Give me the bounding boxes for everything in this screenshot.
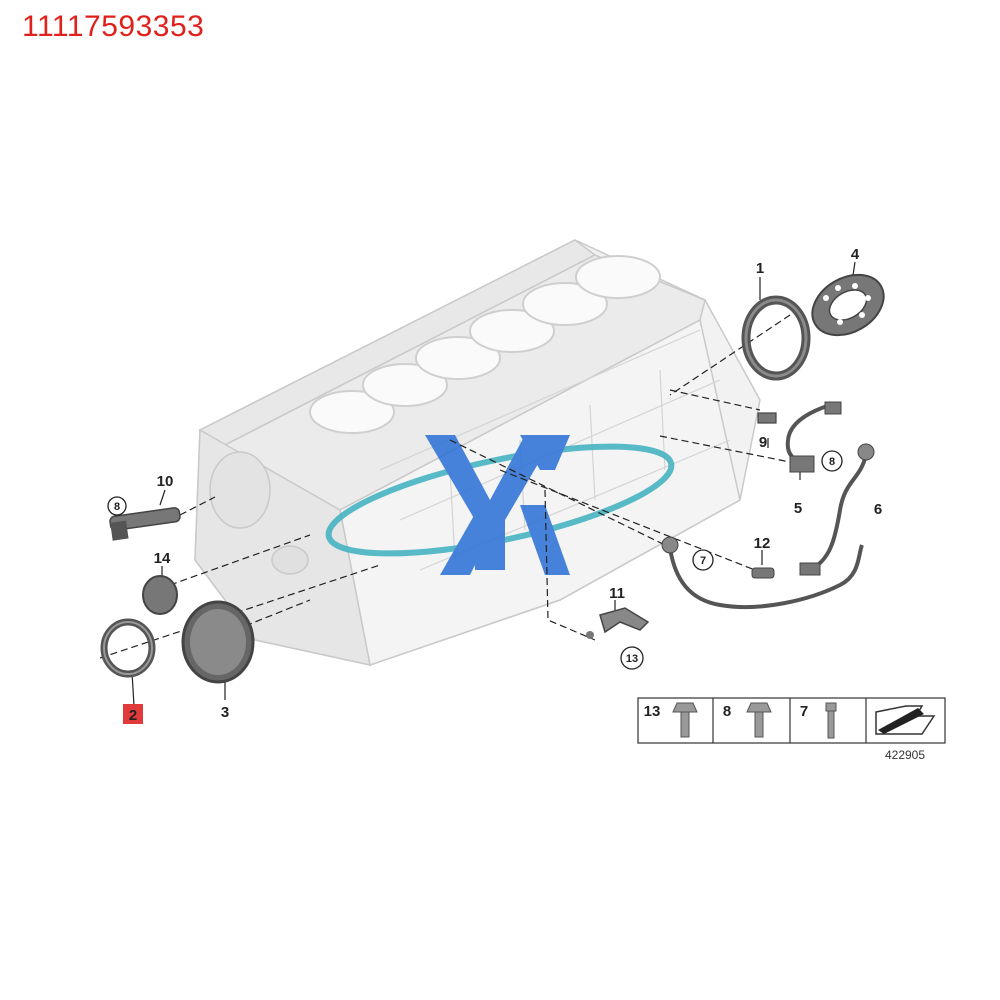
sensor-5-icon [785,401,842,473]
callout-2: 2 [129,707,137,724]
arrow-icon [875,705,936,735]
callout-14: 14 [154,550,171,567]
callout-9: 9 [759,434,767,451]
engine-block-icon [194,239,761,666]
svg-text:13: 13 [626,653,638,665]
callout-6: 6 [874,501,882,518]
callout-3: 3 [221,704,229,721]
svg-text:8: 8 [829,456,835,468]
circled-callout-7: 7 [692,549,714,571]
bolt-7-icon [825,702,837,739]
seal-ring-2-icon [100,618,156,678]
legend-label-8: 8 [723,703,731,720]
callout-1: 1 [756,260,764,277]
plug-14-icon [142,575,178,615]
circled-callout-8b: 8 [821,450,843,472]
sensor-12-icon [751,567,775,579]
sensor-10-icon [109,507,181,541]
fastener-legend: 13 8 7 422905 [637,697,946,762]
circled-callout-13: 13 [620,646,644,670]
wire-7-icon [661,536,864,609]
part-number: 11117593353 [22,10,205,43]
wire-6-icon [799,443,875,576]
cover-plug-icon [181,600,255,684]
seal-ring-icon [741,295,811,381]
callout-5: 5 [794,500,802,517]
callout-4: 4 [851,246,860,263]
svg-text:8: 8 [114,501,120,513]
circled-callout-8a: 8 [107,496,127,516]
reference-number: 422905 [885,748,925,762]
sensor-9-icon [757,412,777,424]
legend-label-7: 7 [800,703,808,720]
callout-10: 10 [157,473,174,490]
bolt-13-icon [672,702,698,738]
reluctor-ring-icon [811,273,885,337]
bolt-8-icon [746,702,772,738]
bracket-11-icon [586,607,650,639]
callout-12: 12 [754,535,771,552]
callout-11: 11 [609,585,625,602]
svg-text:7: 7 [700,555,706,567]
solid-leaders [131,261,856,707]
legend-label-13: 13 [644,703,661,720]
highlight-box [123,704,143,724]
